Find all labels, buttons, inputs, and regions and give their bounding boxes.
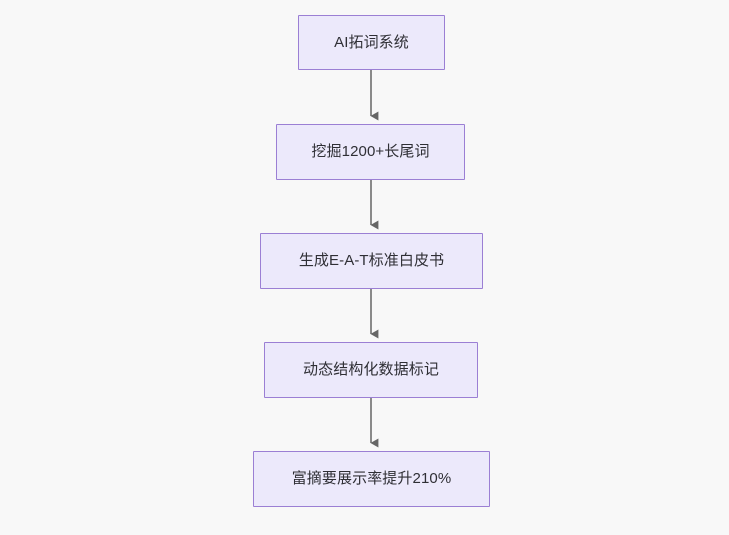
flow-node-label: 富摘要展示率提升210% bbox=[291, 470, 452, 488]
flow-node-dynamic-structured-data-markup[interactable]: 动态结构化数据标记 bbox=[264, 342, 478, 398]
flow-node-label: 动态结构化数据标记 bbox=[303, 361, 439, 379]
flow-node-generate-eat-whitepaper[interactable]: 生成E-A-T标准白皮书 bbox=[260, 233, 483, 289]
flow-node-label: 生成E-A-T标准白皮书 bbox=[298, 252, 445, 270]
flow-node-label: 挖掘1200+长尾词 bbox=[311, 143, 430, 161]
flow-node-label: AI拓词系统 bbox=[334, 33, 409, 51]
flow-node-mine-longtail-keywords[interactable]: 挖掘1200+长尾词 bbox=[276, 124, 465, 180]
flow-node-ai-keyword-system[interactable]: AI拓词系统 bbox=[298, 15, 445, 70]
flow-node-rich-snippet-impression-lift[interactable]: 富摘要展示率提升210% bbox=[253, 451, 490, 507]
